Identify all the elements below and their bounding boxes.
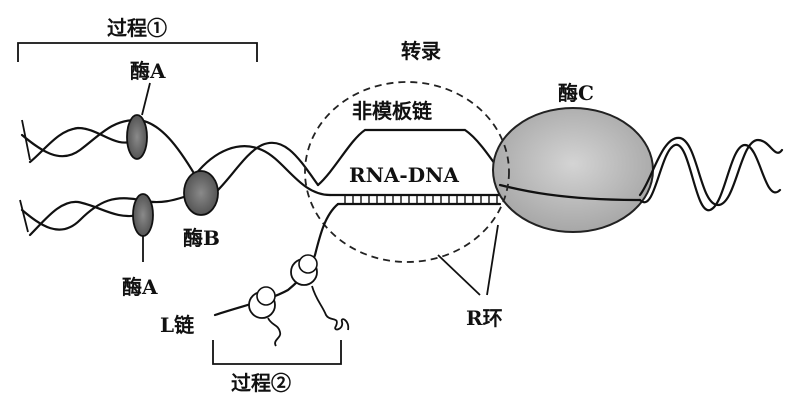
- l-chain-rna: [213, 202, 340, 317]
- enzyme-a-bottom-label: 酶A: [122, 275, 158, 299]
- transcription-bubble: [304, 81, 510, 263]
- process1-label: 过程①: [107, 16, 167, 40]
- enzyme-a-bottom: [132, 193, 154, 237]
- enzyme-c-label: 酶C: [558, 81, 594, 105]
- r-loop-label: R环: [466, 306, 503, 330]
- non-template-strand-label: 非模板链: [352, 99, 433, 123]
- transcription-label: 转录: [401, 39, 441, 63]
- enzyme-c: [492, 107, 654, 233]
- upper-helix-strand-1: [20, 118, 197, 177]
- enzyme-a-top-label: 酶A: [130, 59, 166, 83]
- process2-label: 过程②: [231, 371, 291, 395]
- lower-helix-strand-2: [28, 200, 142, 237]
- lower-helix-strand-1: [20, 193, 192, 231]
- enzyme-b-label: 酶B: [183, 226, 220, 250]
- peptide-chain-2: [267, 317, 282, 347]
- lower-helix-tick: [19, 199, 29, 233]
- enzyme-a-top-pointer: [141, 82, 151, 116]
- process2-bracket: [212, 340, 342, 365]
- peptide-chain-1: [311, 285, 350, 331]
- enzyme-b: [183, 170, 219, 216]
- rna-dna-label: RNA-DNA: [349, 163, 459, 187]
- l-chain-label: L链: [160, 313, 195, 337]
- right-helix-strand-2: [638, 136, 784, 207]
- upper-helix-strand-2: [28, 126, 138, 164]
- r-loop-pointer-1: [437, 254, 481, 296]
- upper-helix-tick: [21, 119, 31, 161]
- main-helix-strand-1: [193, 145, 332, 197]
- r-loop-pointer-2: [486, 224, 499, 296]
- rna-dna-hybrid-rungs: [344, 196, 498, 204]
- process1-bracket: [17, 42, 258, 62]
- ribosome-1: [290, 254, 318, 286]
- ribosome-2: [248, 286, 276, 319]
- right-helix-strand-1: [638, 143, 782, 212]
- enzyme-a-top: [126, 114, 148, 160]
